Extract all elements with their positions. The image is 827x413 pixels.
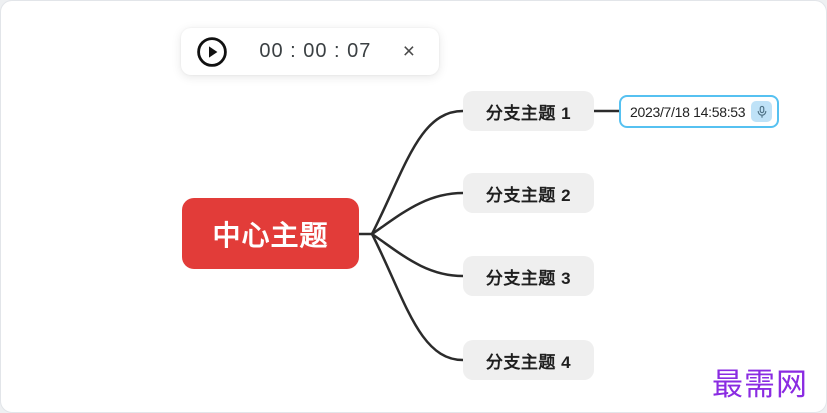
recorder-time-display: 00 : 00 : 07 bbox=[259, 40, 372, 62]
audio-note-timestamp: 2023/7/18 14:58:53 bbox=[630, 103, 746, 120]
central-topic-node[interactable]: 中心主题 bbox=[182, 198, 359, 269]
connector-branch-1 bbox=[370, 109, 465, 236]
branch-topic-4[interactable]: 分支主题 4 bbox=[463, 340, 594, 380]
connector-branch-3 bbox=[370, 232, 465, 278]
voice-recorder-widget: 00 : 00 : 07 × bbox=[181, 28, 439, 75]
branch-topic-1[interactable]: 分支主题 1 bbox=[463, 91, 594, 131]
close-recorder-button[interactable]: × bbox=[402, 40, 415, 63]
branch-topic-3[interactable]: 分支主题 3 bbox=[463, 256, 594, 296]
microphone-button[interactable] bbox=[751, 101, 773, 122]
connector-branch-4 bbox=[370, 232, 465, 362]
branch-topic-2[interactable]: 分支主题 2 bbox=[463, 173, 594, 213]
microphone-icon bbox=[757, 105, 767, 118]
audio-note-chip[interactable]: 2023/7/18 14:58:53 bbox=[619, 95, 780, 128]
play-icon bbox=[197, 36, 227, 67]
play-button[interactable] bbox=[196, 36, 228, 68]
connector-branch-2 bbox=[370, 191, 465, 236]
watermark-text: 最需网 bbox=[712, 367, 808, 403]
